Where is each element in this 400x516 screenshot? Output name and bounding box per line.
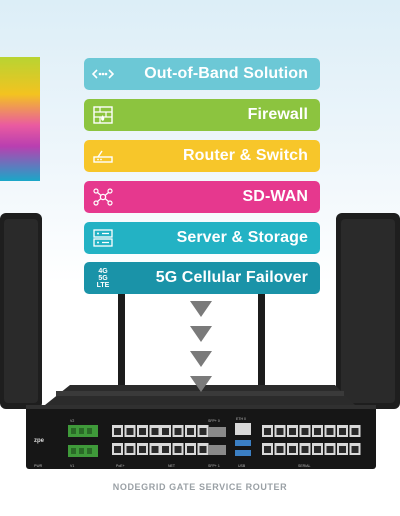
label-net: NET	[168, 464, 176, 468]
ethernet-port-socket	[114, 446, 121, 453]
down-arrows	[189, 301, 213, 401]
ethernet-port-socket	[126, 428, 134, 435]
usb-port-1	[235, 440, 251, 446]
ethernet-port-socket	[339, 446, 346, 453]
down-arrow-icon	[190, 351, 212, 367]
label-usb: USB	[238, 464, 246, 468]
ethernet-port-socket	[314, 446, 321, 453]
ethernet-port-socket	[187, 446, 194, 453]
feature-out-of-band: Out-of-Band Solution	[84, 58, 320, 90]
feature-5g-cellular: 4G 5G LTE 5G Cellular Failover	[84, 262, 320, 294]
feature-label: Server & Storage	[176, 229, 308, 246]
feature-firewall: Firewall	[84, 99, 320, 131]
ethernet-port-socket	[139, 446, 146, 453]
label-sfp0: SFP+ 0	[208, 419, 220, 423]
label-poe: PoE+	[116, 464, 125, 468]
ethernet-port-socket	[162, 428, 169, 435]
sfp-port-0	[208, 427, 226, 437]
ethernet-port-socket	[351, 446, 359, 453]
ethernet-port-socket	[314, 428, 321, 435]
down-arrow-icon	[190, 376, 212, 392]
dots-arrows-icon	[90, 61, 116, 87]
lte-text-5g: 5G	[98, 274, 108, 282]
feature-label: Firewall	[247, 106, 308, 123]
product-caption: NODEGRID GATE SERVICE ROUTER	[112, 482, 288, 492]
feature-label: SD-WAN	[242, 188, 308, 205]
ethernet-port-socket	[301, 446, 309, 453]
ethernet-port-socket	[126, 446, 134, 453]
lte-text-4g: 4G	[98, 267, 108, 275]
usb-port-2	[235, 450, 251, 456]
label-serial: SERIAL	[298, 464, 311, 468]
label-pwr: PWR	[34, 464, 43, 468]
label-sfp1: SFP+ 1	[208, 464, 220, 468]
ethernet-port-socket	[301, 428, 309, 435]
feature-label: 5G Cellular Failover	[155, 269, 308, 286]
ethernet-port-socket	[351, 428, 359, 435]
ethernet-port-socket	[162, 446, 169, 453]
network-nodes-icon	[90, 184, 116, 210]
feature-label: Router & Switch	[182, 147, 308, 164]
label-v1: V1	[70, 464, 74, 468]
ethernet-port-groups	[112, 425, 361, 455]
antenna-right-inner	[258, 275, 265, 395]
ethernet-port-socket	[151, 446, 159, 453]
ethernet-port-socket	[174, 446, 182, 453]
color-gradient-bar	[0, 57, 40, 181]
label-eth0: ETH 0	[236, 417, 246, 421]
ethernet-port-socket	[264, 428, 271, 435]
feature-label: Out-of-Band Solution	[144, 65, 308, 82]
lte-text-lte: LTE	[96, 281, 110, 289]
feature-server-storage: Server & Storage	[84, 222, 320, 254]
down-arrow-icon	[190, 301, 212, 317]
ethernet-port-socket	[114, 428, 121, 435]
cellular-lte-icon: 4G 5G LTE	[90, 265, 116, 291]
ethernet-port-socket	[264, 446, 271, 453]
ethernet-port-socket	[139, 428, 146, 435]
ethernet-port-socket	[276, 428, 284, 435]
brand-logo: zpe	[34, 438, 45, 444]
ethernet-port-socket	[289, 446, 296, 453]
ethernet-port-socket	[199, 446, 207, 453]
down-arrow-icon	[190, 326, 212, 342]
ethernet-port-socket	[326, 446, 334, 453]
ethernet-port-socket	[339, 428, 346, 435]
ethernet-port-socket	[289, 428, 296, 435]
feature-sd-wan: SD-WAN	[84, 181, 320, 213]
router-device-illustration: zpe V1 V2 PWR PoE+ NET SFP+ 0 SFP+ 1 ETH…	[0, 213, 400, 469]
ethernet-port-socket	[276, 446, 284, 453]
ethernet-port-socket	[326, 428, 334, 435]
router-icon	[90, 143, 116, 169]
feature-router-switch: Router & Switch	[84, 140, 320, 172]
sfp-port-1	[208, 445, 226, 455]
ethernet-port-socket	[187, 428, 194, 435]
eth0-port	[235, 423, 251, 435]
ethernet-port-socket	[151, 428, 159, 435]
ethernet-port-socket	[199, 428, 207, 435]
server-rack-icon	[90, 225, 116, 251]
label-v2: V2	[70, 419, 74, 423]
firewall-icon	[90, 102, 116, 128]
antenna-left-inner	[118, 275, 125, 395]
ethernet-port-socket	[174, 428, 182, 435]
